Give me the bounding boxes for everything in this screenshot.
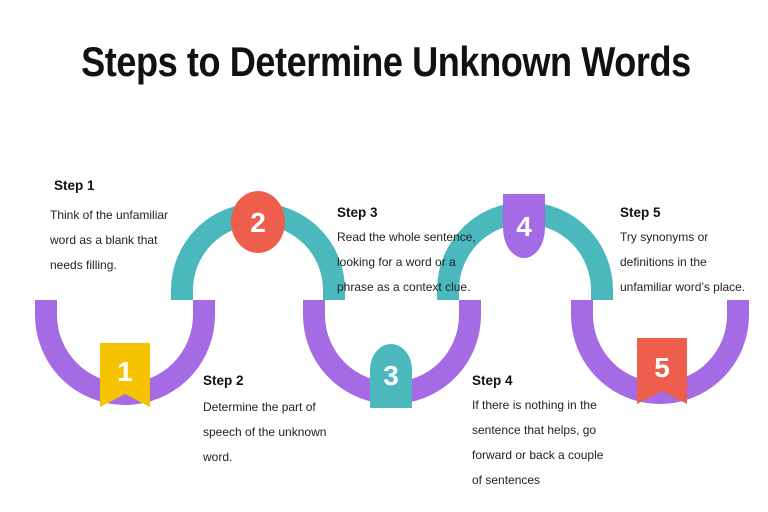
step-3-title: Step 3 [337,205,378,220]
step-5-description: Try synonyms or definitions in the unfam… [620,230,746,294]
step-2-number: 2 [250,207,266,238]
step-5-marker: 5 [637,338,687,404]
step-4-number: 4 [516,211,532,242]
step-1-title: Step 1 [54,178,95,193]
step-3-description: Read the whole sentence, looking for a w… [337,230,476,294]
step-1-number: 1 [117,356,133,387]
step-4-description: If there is nothing in the sentence that… [472,398,604,487]
step-2-marker: 2 [231,191,285,253]
wave-segment-5 [571,300,749,404]
page-title: Steps to Determine Unknown Words [81,38,691,85]
step-1-marker: 1 [100,343,150,407]
step-1-description: Think of the unfamiliar word as a blank … [50,208,169,272]
step-4-marker: 4 [503,194,545,258]
step-4-title: Step 4 [472,373,513,388]
step-2-title: Step 2 [203,373,244,388]
step-2-description: Determine the part of speech of the unkn… [203,400,327,464]
step-3-marker: 3 [370,344,412,408]
step-5-number: 5 [654,352,670,383]
step-5-title: Step 5 [620,205,661,220]
step-3-number: 3 [383,360,399,391]
